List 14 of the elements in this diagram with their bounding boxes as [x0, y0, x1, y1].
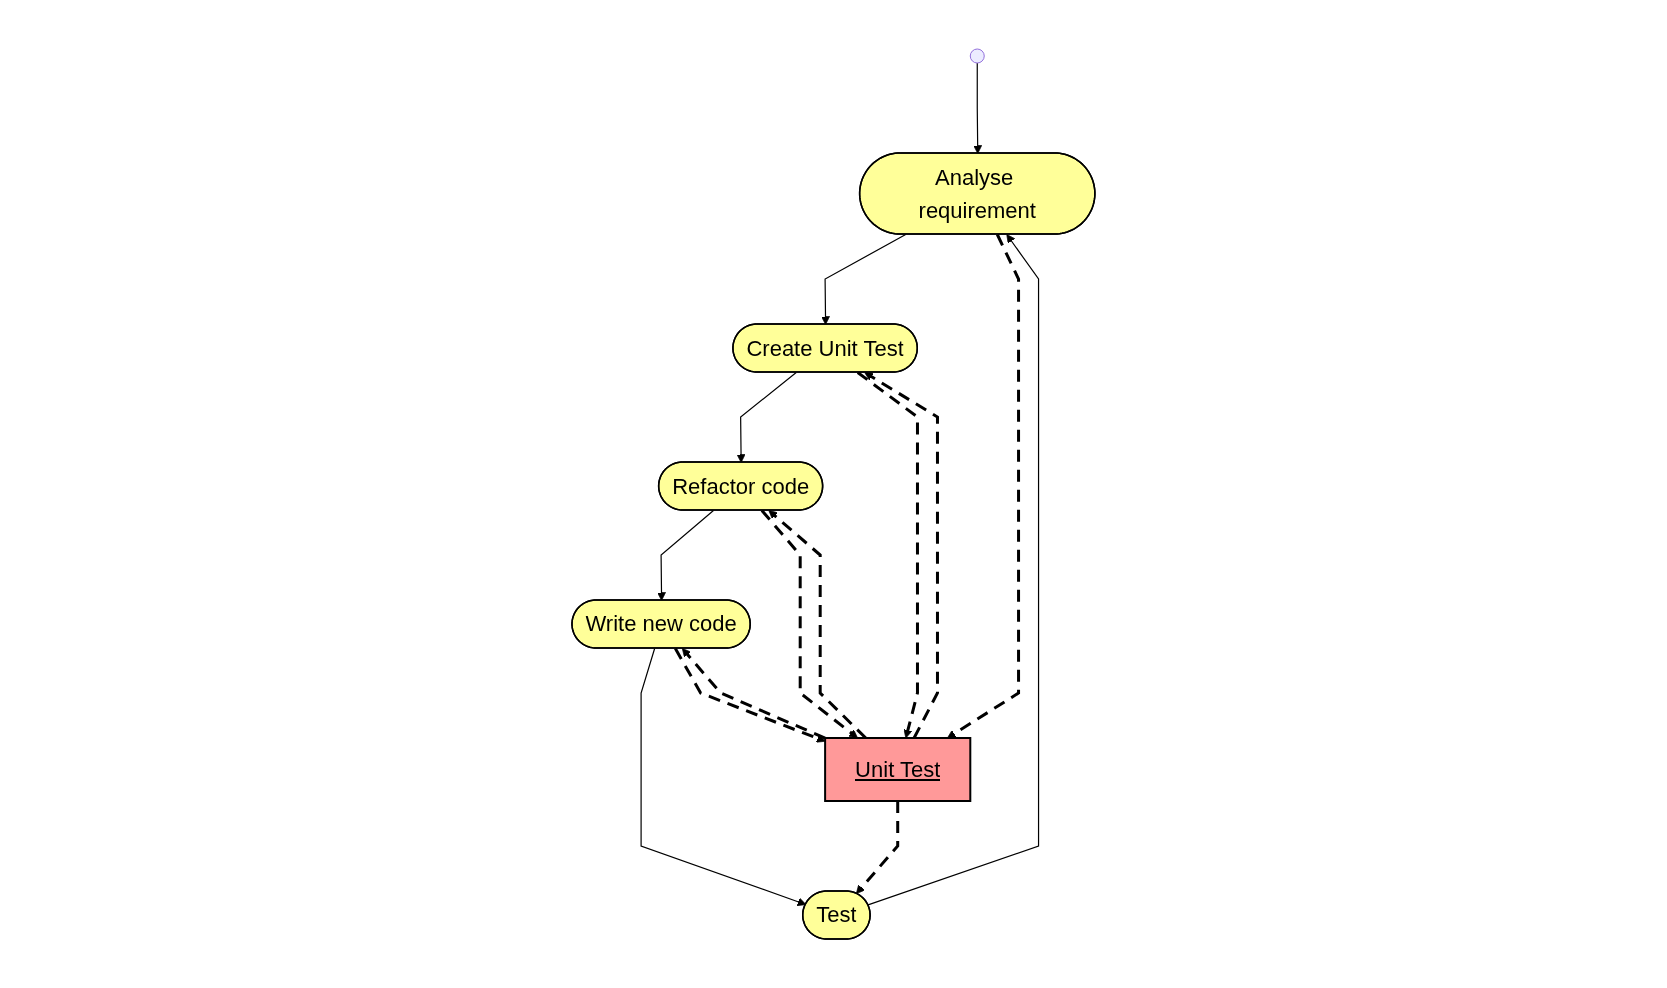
- arrow: [864, 372, 940, 739]
- arrow: [856, 801, 900, 894]
- arrow: [736, 371, 797, 463]
- arrow: [856, 371, 920, 739]
- arrow: [867, 234, 1040, 906]
- node-box: Unit Test: [824, 737, 972, 802]
- node-circle: [969, 48, 985, 64]
- arrow: [760, 509, 858, 739]
- arrow: [973, 62, 983, 154]
- arrow: [657, 509, 715, 601]
- arrow: [947, 233, 1021, 739]
- arrow: [640, 647, 807, 907]
- arrow: [821, 233, 907, 325]
- arrow: [768, 510, 867, 740]
